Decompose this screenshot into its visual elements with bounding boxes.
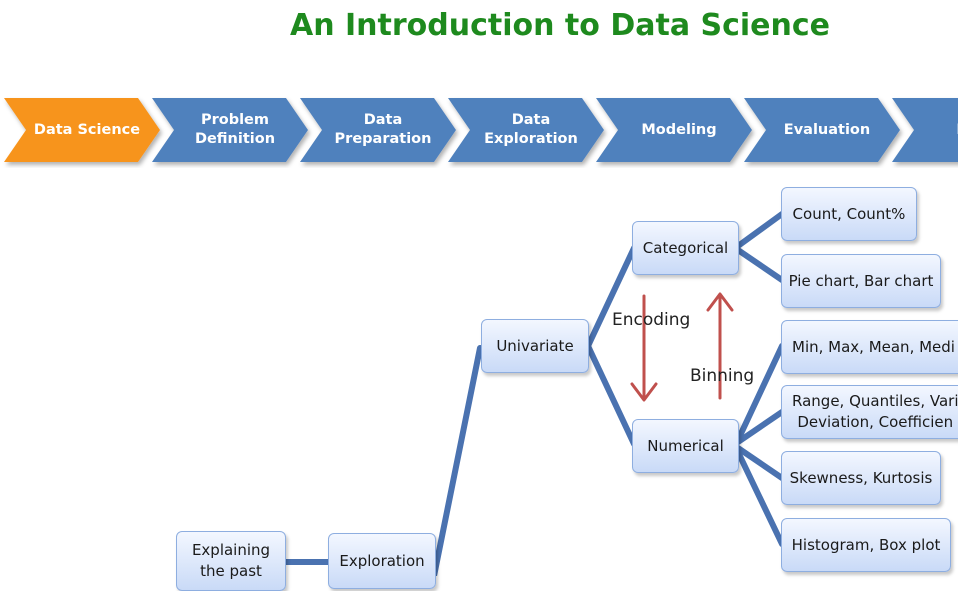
- process-step-chevron-3: [448, 98, 604, 162]
- pie-bar-chart-leaf: Pie chart, Bar chart: [781, 254, 941, 308]
- connector-categorical-piechart: [735, 247, 785, 283]
- process-step-label-3: Data Exploration: [484, 112, 578, 147]
- process-chevron-bar: [4, 98, 958, 162]
- skewness-kurtosis-leaf: Skewness, Kurtosis: [781, 451, 941, 505]
- exploration-node: Exploration: [328, 533, 436, 589]
- connector-numerical-skewness: [735, 445, 785, 481]
- process-step-chevron-2: [300, 98, 456, 162]
- categorical-node: Categorical: [632, 221, 739, 275]
- process-step-chevron-0: [4, 98, 160, 162]
- process-step-label-4: Modeling: [641, 121, 717, 138]
- explaining-the-past-node: Explaining the past: [176, 531, 286, 591]
- connector-numerical-range: [735, 409, 785, 445]
- encoding-label: Encoding: [612, 310, 691, 330]
- connector-univariate-numerical: [585, 343, 637, 447]
- binning-label: Binning: [690, 366, 755, 386]
- encoding-arrow-head: [630, 382, 658, 402]
- connector-univariate-categorical: [585, 245, 637, 349]
- process-step-chevron-1: [152, 98, 308, 162]
- connector-numerical-minmax: [735, 343, 785, 443]
- process-step-label-0: Data Science: [33, 121, 141, 138]
- connector-categorical-count: [735, 211, 785, 249]
- count-leaf: Count, Count%: [781, 187, 917, 241]
- process-step-chevron-4: [596, 98, 752, 162]
- min-max-mean-leaf: Min, Max, Mean, Medi: [781, 320, 958, 374]
- process-step-label-2: Data Preparation: [334, 112, 432, 147]
- tree-connectors: [283, 211, 785, 576]
- histogram-boxplot-leaf: Histogram, Box plot: [781, 518, 951, 572]
- binning-arrow-head: [706, 292, 734, 312]
- process-step-label-5: Evaluation: [783, 121, 871, 138]
- connector-exploration-univariate: [431, 345, 483, 576]
- numerical-node: Numerical: [632, 419, 739, 473]
- connector-numerical-histogram: [735, 449, 785, 547]
- univariate-node: Univariate: [481, 319, 589, 373]
- process-step-chevron-5: [744, 98, 900, 162]
- page-title: An Introduction to Data Science: [290, 8, 831, 43]
- process-step-label-6: Depl: [912, 96, 958, 164]
- process-step-chevron-6: [892, 98, 958, 162]
- range-quantiles-leaf: Range, Quantiles, Vari Deviation, Coeffi…: [781, 385, 958, 439]
- process-step-label-1: Problem Definition: [194, 112, 276, 147]
